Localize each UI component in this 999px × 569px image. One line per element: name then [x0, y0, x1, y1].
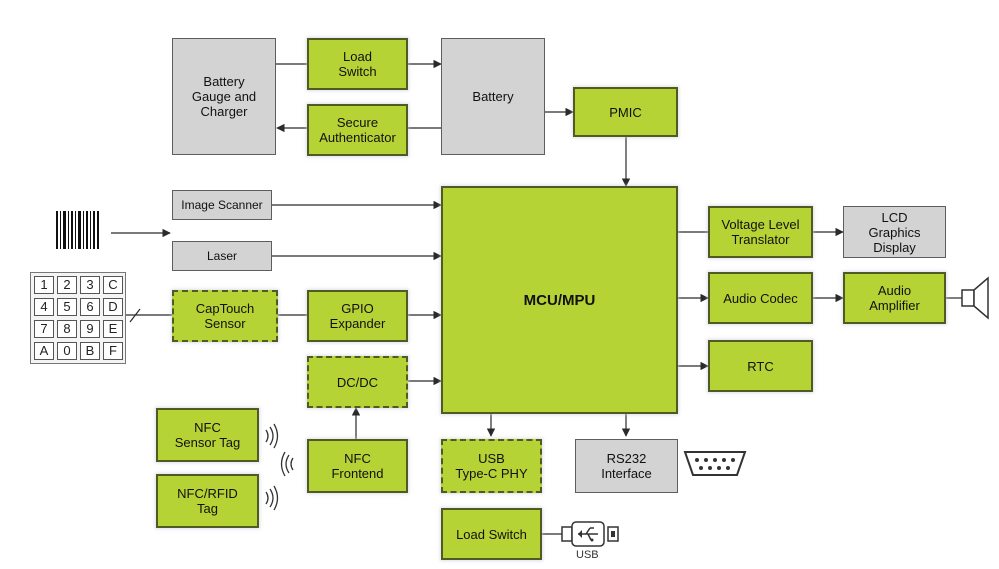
keypad-icon: 1 2 3 C 4 5 6 D 7 8 9 E A 0 B F: [30, 272, 126, 364]
keypad-key: 7: [34, 320, 54, 338]
db9-connector-icon: [683, 451, 747, 476]
image-scanner-block: Image Scanner: [172, 190, 272, 220]
keypad-key: E: [103, 320, 123, 338]
speaker-icon: [961, 276, 989, 320]
gpio-expander-block: GPIO Expander: [307, 290, 408, 342]
battery-gauge-charger-block: Battery Gauge and Charger: [172, 38, 276, 155]
nfc-rfid-tag-block: NFC/RFID Tag: [156, 474, 259, 528]
keypad-key: 8: [57, 320, 77, 338]
keypad-key: 1: [34, 276, 54, 294]
usb-plug-icon: [561, 521, 619, 547]
secure-authenticator-block: Secure Authenticator: [307, 104, 408, 156]
usb-label: USB: [576, 549, 599, 561]
audio-amplifier-block: Audio Amplifier: [843, 272, 946, 324]
rtc-block: RTC: [708, 340, 813, 392]
load-switch-bottom-block: Load Switch: [441, 508, 542, 560]
captouch-sensor-block: CapTouch Sensor: [172, 290, 278, 342]
keypad-key: 3: [80, 276, 100, 294]
keypad-key: B: [80, 342, 100, 360]
rs232-interface-block: RS232 Interface: [575, 439, 678, 493]
wireless-signal-icon: [265, 423, 294, 511]
keypad-key: 6: [80, 298, 100, 316]
battery-block: Battery: [441, 38, 545, 155]
dcdc-block: DC/DC: [307, 356, 408, 408]
keypad-key: C: [103, 276, 123, 294]
keypad-key: 4: [34, 298, 54, 316]
keypad-key: 9: [80, 320, 100, 338]
keypad-key: 0: [57, 342, 77, 360]
mcu-mpu-block: MCU/MPU: [441, 186, 678, 414]
keypad-key: 2: [57, 276, 77, 294]
wire-keypad-slash: [129, 308, 141, 323]
keypad-key: D: [103, 298, 123, 316]
barcode-icon: [56, 211, 99, 249]
nfc-sensor-tag-block: NFC Sensor Tag: [156, 408, 259, 462]
keypad-key: A: [34, 342, 54, 360]
keypad-key: F: [103, 342, 123, 360]
usb-type-c-phy-block: USB Type-C PHY: [441, 439, 542, 493]
lcd-graphics-display-block: LCD Graphics Display: [843, 206, 946, 258]
voltage-level-translator-block: Voltage Level Translator: [708, 206, 813, 258]
keypad-key: 5: [57, 298, 77, 316]
load-switch-top-block: Load Switch: [307, 38, 408, 90]
pmic-block: PMIC: [573, 87, 678, 137]
audio-codec-block: Audio Codec: [708, 272, 813, 324]
laser-block: Laser: [172, 241, 272, 271]
nfc-frontend-block: NFC Frontend: [307, 439, 408, 493]
